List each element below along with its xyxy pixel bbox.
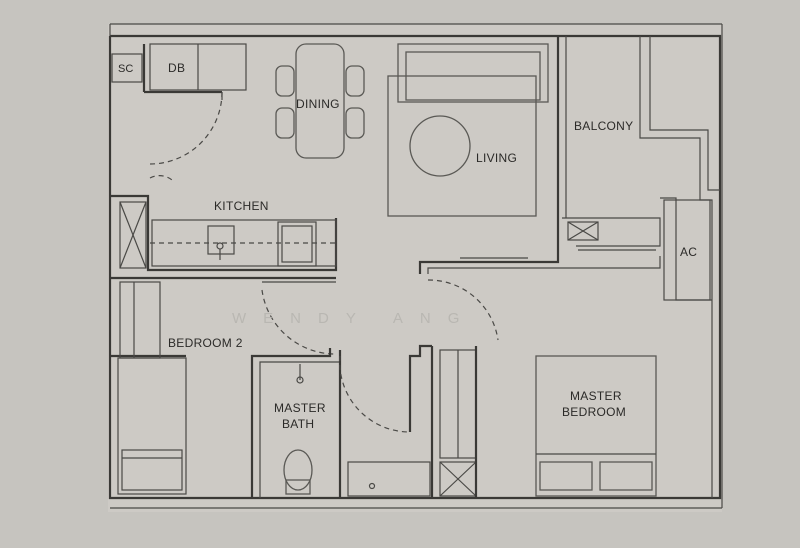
partitions — [418, 197, 712, 301]
label-master-bedroom-2: BEDROOM — [562, 405, 626, 419]
watermark: WENDY ANG — [232, 310, 476, 327]
label-balcony: BALCONY — [574, 119, 633, 133]
label-sc: SC — [118, 63, 133, 75]
outer-walls — [108, 23, 723, 509]
master-bedroom-furniture — [427, 279, 657, 498]
living-furniture — [387, 43, 549, 217]
label-ac: AC — [680, 245, 697, 259]
sc-db-cabinets — [111, 43, 247, 94]
bedroom2-area — [110, 281, 337, 495]
kitchen-counter — [110, 194, 338, 280]
label-kitchen: KITCHEN — [214, 199, 269, 213]
master-bath — [250, 344, 432, 498]
label-master-bedroom-1: MASTER — [570, 389, 622, 403]
label-master-bath-2: BATH — [282, 417, 314, 431]
label-db: DB — [168, 61, 185, 75]
kitchen-door — [149, 91, 223, 181]
label-living: LIVING — [476, 151, 517, 165]
label-bedroom2: BEDROOM 2 — [168, 336, 243, 350]
dining-table — [275, 43, 365, 159]
label-master-bath-1: MASTER — [274, 401, 326, 415]
label-dining: DINING — [296, 97, 340, 111]
